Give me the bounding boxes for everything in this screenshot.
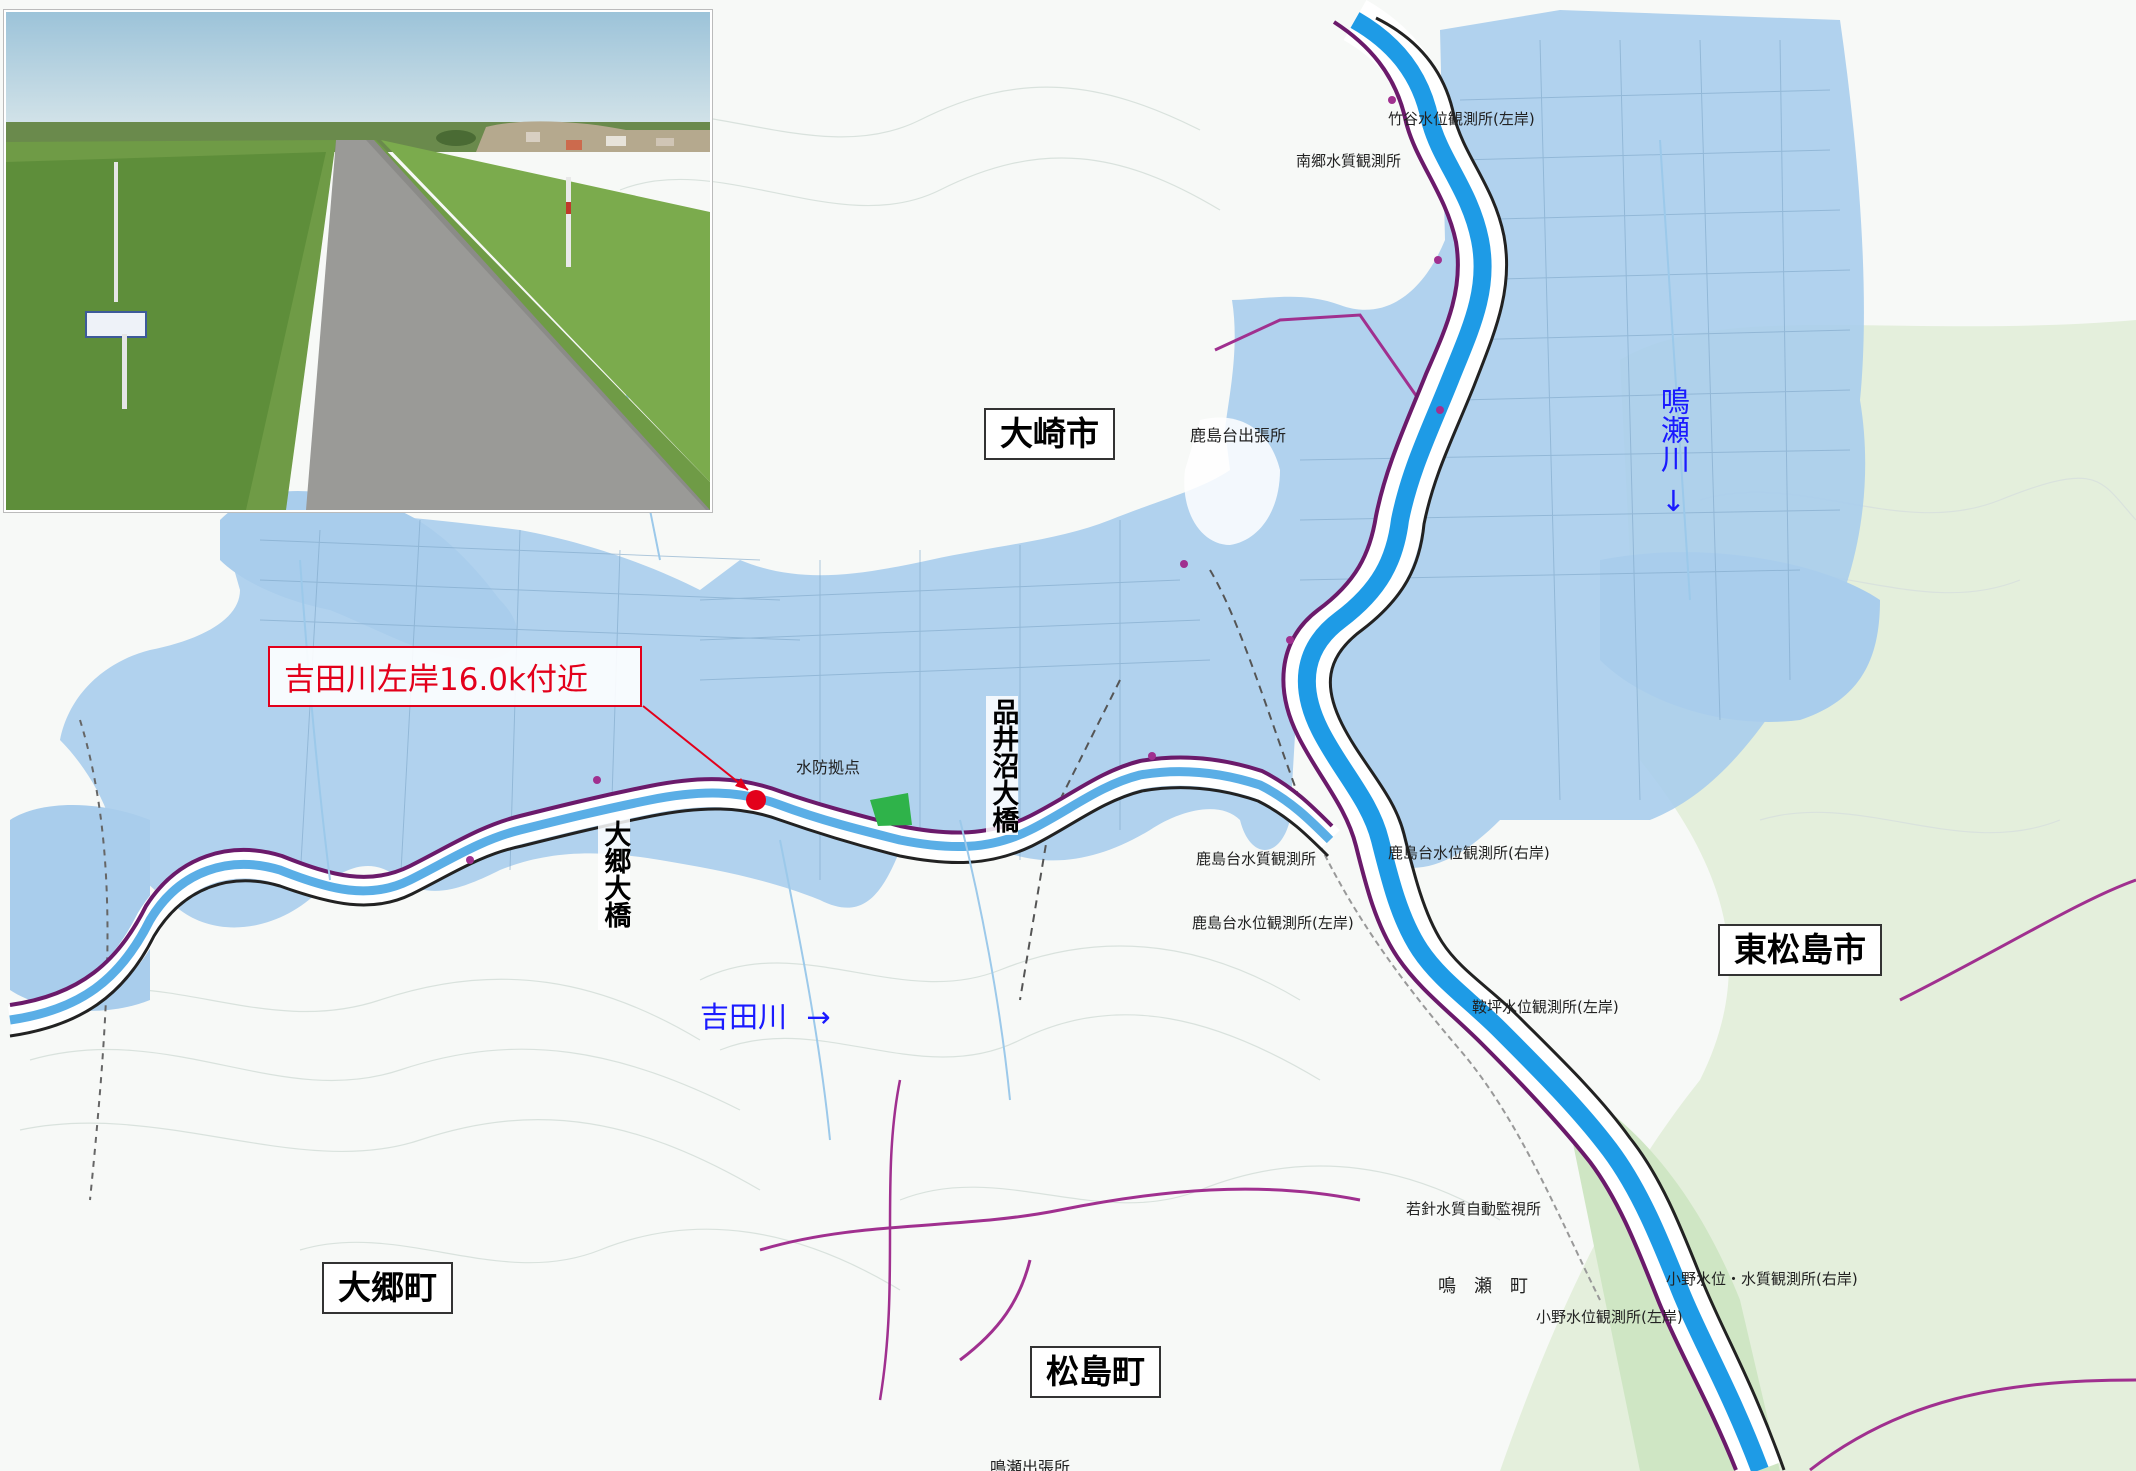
photo-levee-road: [6, 12, 710, 510]
naruse-arrow-icon: ↓: [1661, 484, 1686, 518]
callout-arrow: [642, 705, 749, 791]
flood-area-east: [1600, 552, 1880, 722]
photo-inset: [4, 10, 712, 512]
label-shinainuma-bridge: 品井沼大橋: [986, 696, 1019, 835]
flood-base-green: [870, 793, 912, 826]
label-ono-left: 小野水位観測所(左岸): [1536, 1308, 1683, 1326]
naruse-river-name: 鳴瀬川: [1656, 386, 1691, 473]
red-point-marker: [746, 790, 766, 810]
flood-area-west-lobe: [220, 491, 518, 660]
label-ono-right: 小野水位・水質観測所(右岸): [1666, 1270, 1858, 1288]
label-naruse-river: 鳴瀬川 ↓: [1656, 386, 1691, 518]
purple-markers: [466, 96, 1444, 864]
naruse-levee-right: [1328, 16, 1786, 1471]
label-kurabe-station: 鞍坪水位観測所(左岸): [1472, 998, 1619, 1016]
label-kashimadai-left: 鹿島台水位観測所(左岸): [1192, 914, 1354, 932]
yoshida-arrow-icon: →: [806, 1000, 831, 1034]
label-kashimadai-right: 鹿島台水位観測所(右岸): [1388, 844, 1550, 862]
naruse-levee-left: [1281, 20, 1738, 1471]
yoshida-river: [9, 767, 1334, 1025]
label-kashimadai-quality: 鹿島台水質観測所: [1196, 850, 1317, 868]
label-osato: 大郷町: [322, 1262, 453, 1315]
label-kashimadai-office: 鹿島台出張所: [1190, 426, 1287, 445]
label-naruse-office: 鳴瀬出張所: [990, 1458, 1071, 1471]
yoshida-levee-right: [9, 786, 1330, 1038]
label-wakanuki-station: 若針水質自動監視所: [1406, 1200, 1542, 1218]
label-osaki: 大崎市: [984, 408, 1115, 461]
naruse-river: [1297, 12, 1769, 1471]
label-higashimatsushima: 東松島市: [1718, 924, 1882, 977]
label-yoshida-river: 吉田川 →: [700, 994, 831, 1036]
label-nango-station: 南郷水質観測所: [1296, 152, 1402, 170]
callout-arrow-head: [735, 778, 748, 790]
label-naruse-town: 鳴 瀬 町: [1438, 1276, 1528, 1297]
yoshida-levee-left: [9, 755, 1334, 1007]
yoshida-river-name: 吉田川: [700, 1000, 788, 1034]
label-takeya-station: 竹谷水位観測所(左岸): [1388, 110, 1535, 128]
island-white: [1184, 417, 1280, 545]
red-callout-location: 吉田川左岸16.0k付近: [268, 646, 642, 707]
label-matsushima: 松島町: [1030, 1346, 1161, 1399]
label-flood-base: 水防拠点: [796, 758, 861, 777]
label-osato-bridge: 大郷大橋: [598, 818, 631, 930]
